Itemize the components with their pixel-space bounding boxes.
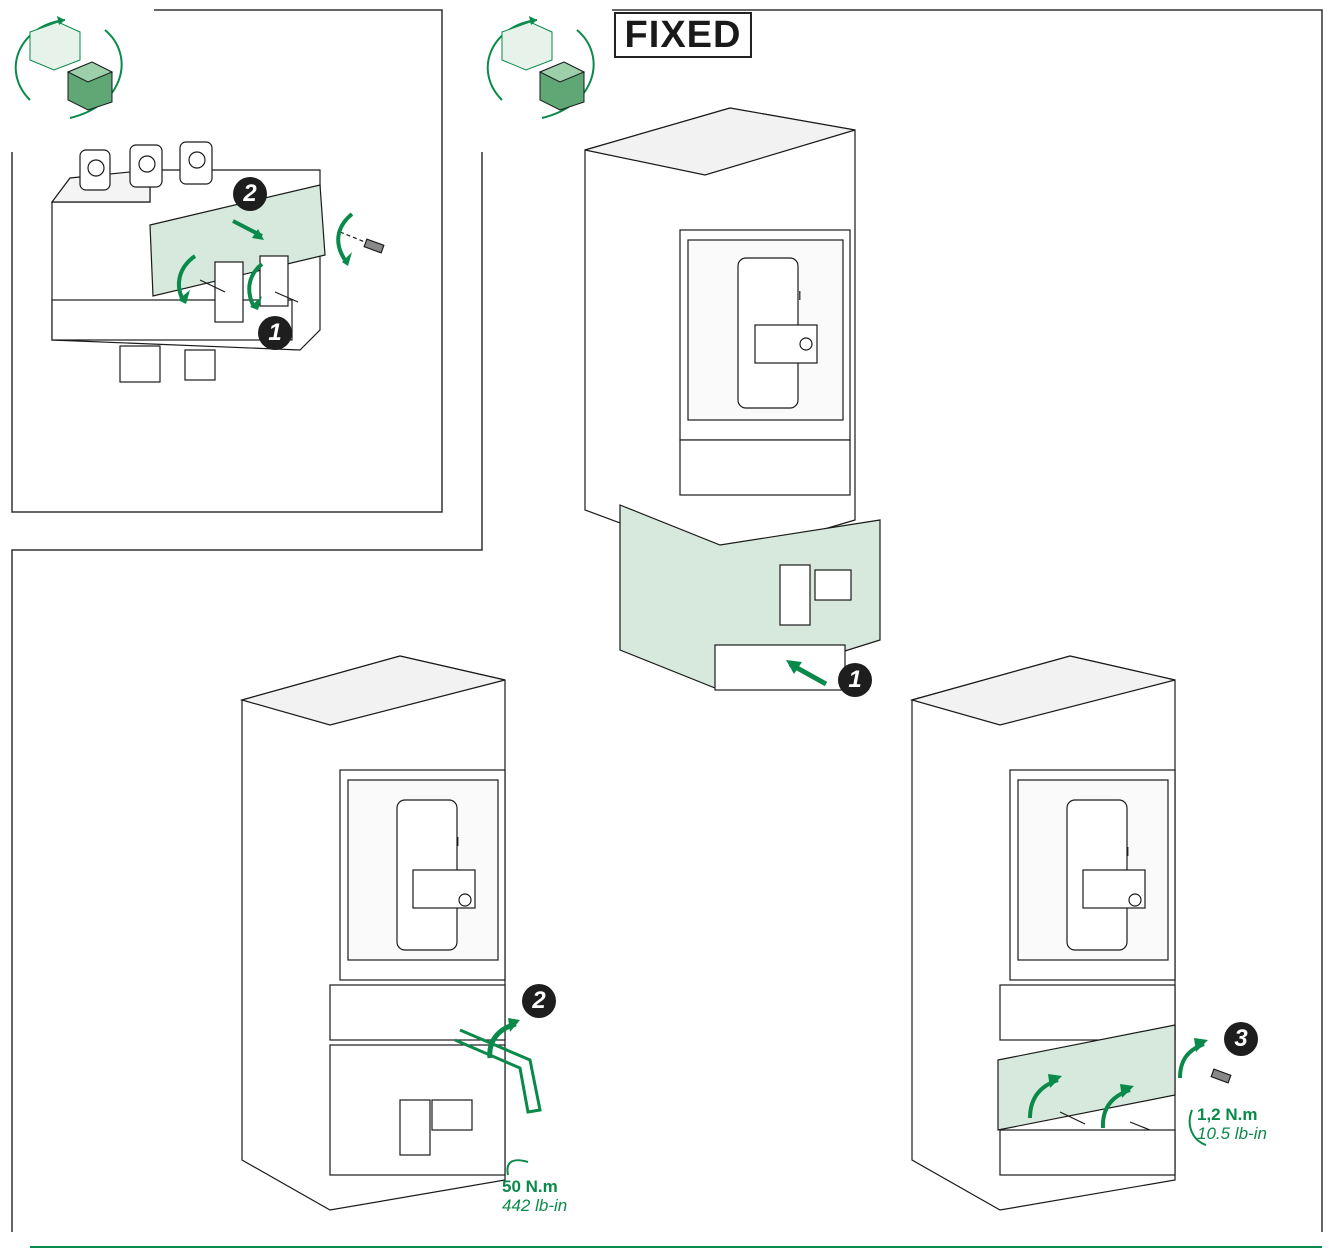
screw-icon: [199, 231, 386, 303]
hex-key-icon: [454, 1028, 542, 1114]
rotate-cube-icon: [14, 16, 123, 119]
top-left-frame: [11, 9, 443, 513]
torque-bottom-left: 50 N.m 442 lb-in: [502, 1177, 567, 1215]
main-frame: [11, 152, 483, 1232]
step-badge: 2: [522, 984, 556, 1018]
shaded-module: [619, 504, 881, 691]
cover-plate: [997, 1024, 1176, 1131]
step-badge: 1: [258, 316, 292, 350]
screw-icon: [1059, 1068, 1232, 1131]
right-frame: [612, 9, 1323, 1232]
torque-imperial: 10.5 lb-in: [1197, 1124, 1267, 1143]
torque-bottom-right: 1,2 N.m 10.5 lb-in: [1197, 1105, 1267, 1143]
on-symbol: I: [1126, 844, 1130, 859]
torque-value: 1,2 N.m: [1197, 1105, 1258, 1124]
fixed-label: FIXED: [614, 12, 752, 58]
on-symbol: I: [456, 834, 460, 849]
rotate-cube-icon: [486, 16, 595, 119]
step-badge: 2: [233, 177, 267, 211]
curved-arrow-icon: [176, 212, 354, 306]
step-badge: 1: [838, 663, 872, 697]
torque-imperial: 442 lb-in: [502, 1196, 568, 1215]
torque-arrow-icon: [506, 1159, 529, 1176]
torque-value: 50 N.m: [502, 1177, 558, 1196]
step-badge: 3: [1224, 1022, 1258, 1056]
torque-arrow-icon: [1188, 1109, 1207, 1146]
on-symbol: I: [798, 288, 802, 303]
